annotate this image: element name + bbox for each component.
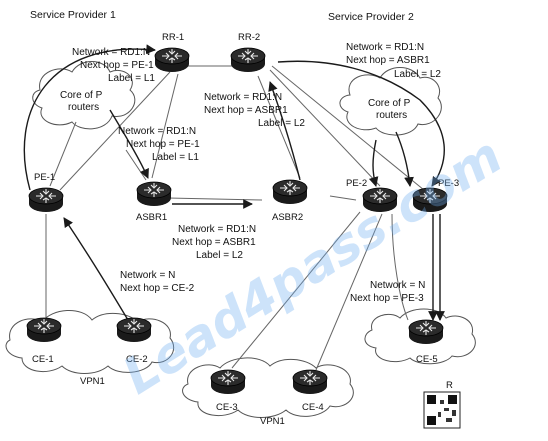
router-pe1: [28, 187, 64, 213]
provider-2-title: Service Provider 2: [328, 11, 414, 23]
svg-text:Network = N: Network = N: [120, 270, 175, 281]
vpn1-bottom-label: VPN1: [260, 416, 285, 427]
router-asbr1: [136, 181, 172, 207]
router-rr2: [230, 47, 266, 73]
rr2-update-label: Network = RD1:N Next hop = ASBR1 Label =…: [204, 92, 305, 129]
sp2-update-label: Network = RD1:N Next hop = ASBR1 Label =…: [346, 42, 441, 80]
core2-label-line2: routers: [376, 110, 407, 121]
core-cloud-left: [32, 61, 136, 130]
svg-text:Network = RD1:N: Network = RD1:N: [72, 47, 150, 58]
update-arrows: [23, 44, 445, 321]
svg-text:Network = RD1:N: Network = RD1:N: [118, 126, 196, 137]
asbr-update-label: Network = RD1:N Next hop = ASBR1 Label =…: [172, 224, 256, 261]
asbr1-label: ASBR1: [136, 212, 167, 223]
svg-text:Network = RD1:N: Network = RD1:N: [346, 42, 424, 53]
rr1-update-label: Network = RD1:N Next hop = PE-1 Label = …: [72, 47, 155, 84]
svg-text:Network = RD1:N: Network = RD1:N: [178, 224, 256, 235]
pe3-label: PE-3: [438, 178, 459, 189]
pe1-label: PE-1: [34, 172, 55, 183]
svg-text:Network = RD1:N: Network = RD1:N: [204, 92, 282, 103]
provider-1-title: Service Provider 1: [30, 9, 116, 21]
svg-text:Next hop = ASBR1: Next hop = ASBR1: [204, 105, 288, 116]
ce5-label: CE-5: [416, 354, 438, 365]
svg-text:Label = L2: Label = L2: [196, 250, 243, 261]
svg-text:Label = L1: Label = L1: [152, 152, 199, 163]
router-rr1: [154, 47, 190, 73]
svg-text:Next hop = CE-2: Next hop = CE-2: [120, 283, 195, 294]
svg-text:Next hop = ASBR1: Next hop = ASBR1: [346, 55, 430, 66]
svg-text:Next hop = PE-1: Next hop = PE-1: [126, 139, 200, 150]
core1-label-line1: Core of P: [60, 90, 103, 101]
pe2-label: PE-2: [346, 178, 367, 189]
router-ce1: [26, 317, 62, 343]
svg-text:Label = L1: Label = L1: [108, 73, 155, 84]
links: [45, 65, 425, 371]
ce4-label: CE-4: [302, 402, 324, 413]
pe3-update-label: Network = N Next hop = PE-3: [350, 280, 425, 304]
svg-text:Label = L2: Label = L2: [394, 69, 441, 80]
svg-text:Next hop = PE-1: Next hop = PE-1: [80, 60, 154, 71]
vpn1-cloud-bottom: [182, 357, 354, 418]
svg-text:Next hop = PE-3: Next hop = PE-3: [350, 293, 424, 304]
watermark: Lead4pass.com: [113, 126, 512, 405]
core1-update-label: Network = RD1:N Next hop = PE-1 Label = …: [118, 126, 200, 163]
vpn1-left-label: VPN1: [80, 376, 105, 387]
router-ce3: [210, 369, 246, 395]
ce1-label: CE-1: [32, 354, 54, 365]
asbr2-label: ASBR2: [272, 212, 303, 223]
rr2-label: RR-2: [238, 32, 260, 43]
ce2-label: CE-2: [126, 354, 148, 365]
core1-label-line2: routers: [68, 102, 99, 113]
svg-text:Next hop = ASBR1: Next hop = ASBR1: [172, 237, 256, 248]
ce2-update-label: Network = N Next hop = CE-2: [120, 270, 195, 294]
core-cloud-right: [339, 67, 442, 136]
rr1-label: RR-1: [162, 32, 184, 43]
svg-text:Network = N: Network = N: [370, 280, 425, 291]
core2-label-line1: Core of P: [368, 98, 411, 109]
figure-id: R: [446, 380, 453, 391]
ce3-label: CE-3: [216, 402, 238, 413]
router-ce4: [292, 369, 328, 395]
svg-text:Label = L2: Label = L2: [258, 118, 305, 129]
router-asbr2: [272, 179, 308, 205]
qr-code: [423, 391, 461, 429]
router-ce5: [408, 319, 444, 345]
